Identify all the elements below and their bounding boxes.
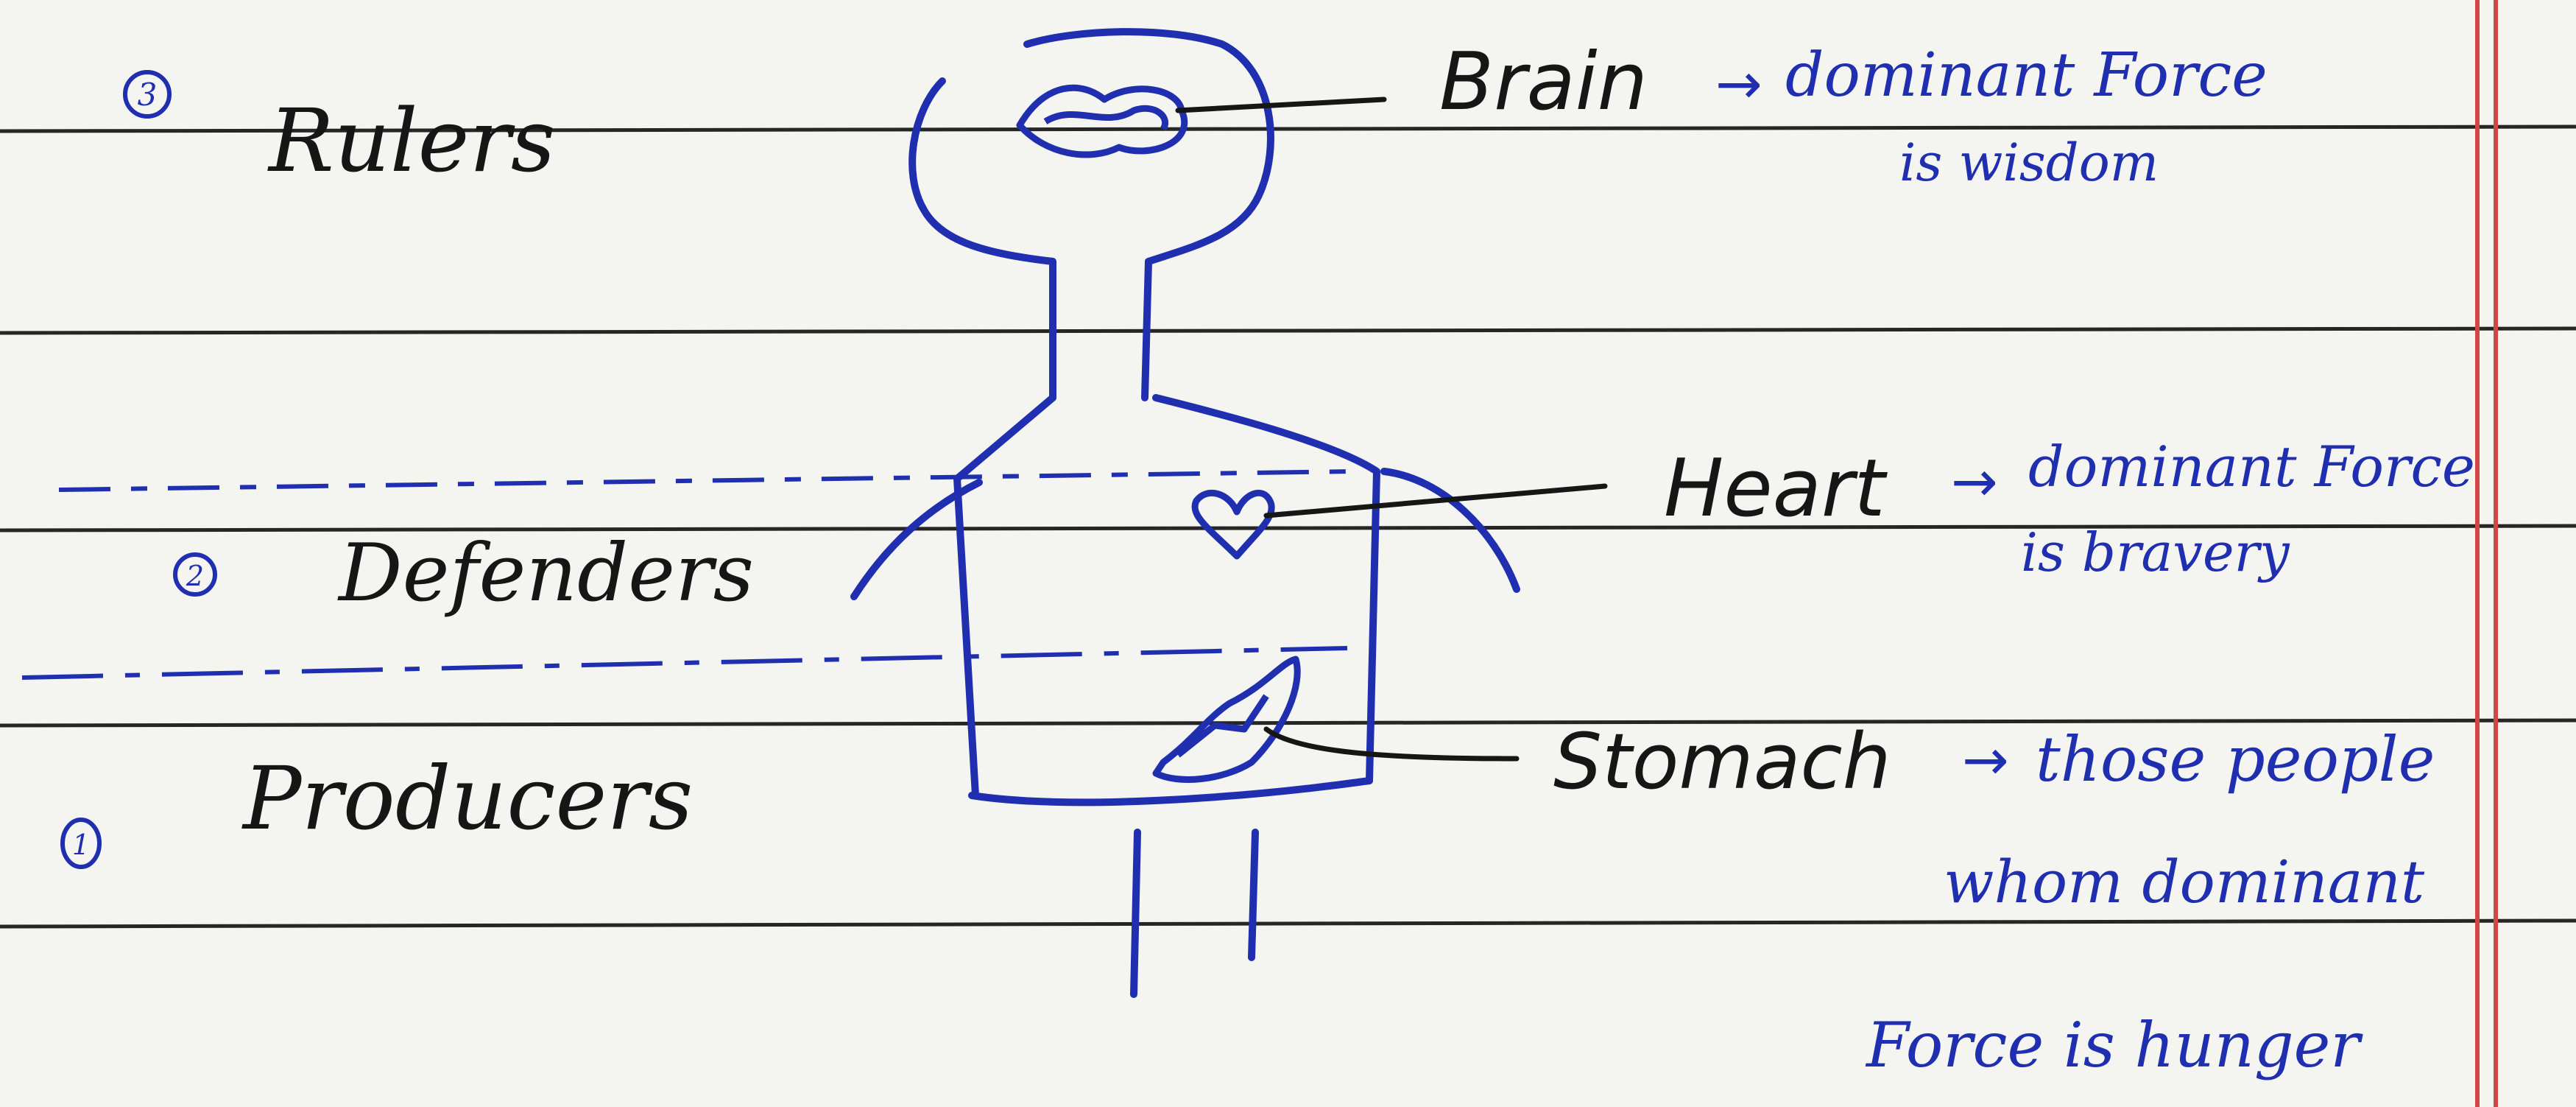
right-arm <box>1384 471 1517 589</box>
waist <box>972 781 1369 802</box>
brain-note-line-1: dominant Force <box>1785 41 2268 110</box>
right-leg <box>1252 832 1255 957</box>
stomach-note-line-2: whom dominant <box>1944 848 2425 916</box>
level-number-text: 1 <box>72 829 90 861</box>
stomach-note-line-3: Force is hunger <box>1865 1009 2363 1081</box>
heart-icon <box>1195 493 1271 556</box>
level-label-producers: Producers <box>241 748 693 849</box>
level-number-2: 2 <box>175 555 215 594</box>
level-number-text: 3 <box>138 77 158 113</box>
level-number-3: 3 <box>125 72 169 116</box>
leader-lines <box>1178 99 1605 759</box>
organ-label-stomach: Stomach <box>1553 717 1891 806</box>
level-number-text: 2 <box>186 560 204 592</box>
neck-left <box>957 398 1053 795</box>
leader-brain <box>1178 99 1384 110</box>
left-leg <box>1134 832 1137 994</box>
brain-icon <box>1020 88 1185 155</box>
organ-label-brain: Brain <box>1439 36 1648 128</box>
stomach-icon <box>1156 659 1297 779</box>
level-number-1: 1 <box>63 820 99 867</box>
human-figure <box>854 32 1517 994</box>
stomach-note-line-1: those people <box>2036 723 2435 795</box>
rule-line <box>0 921 2576 927</box>
brain-note-line-2: is wisdom <box>1899 133 2159 193</box>
divider-defenders-producers <box>22 648 1347 678</box>
rule-line <box>0 328 2576 333</box>
level-label-defenders: Defenders <box>337 527 754 619</box>
leader-stomach <box>1266 729 1517 759</box>
heart-note-line-1: dominant Force <box>2028 434 2475 499</box>
organ-label-heart: Heart <box>1664 443 1888 535</box>
margin-lines <box>2477 0 2496 1107</box>
level-label-rulers: Rulers <box>267 90 555 191</box>
heart-note-line-2: is bravery <box>2021 521 2290 583</box>
arrow-stomach: → <box>1962 727 2009 793</box>
divider-rulers-defenders <box>59 471 1355 490</box>
arrow-heart: → <box>1951 449 1998 514</box>
arrow-brain: → <box>1715 51 1762 116</box>
